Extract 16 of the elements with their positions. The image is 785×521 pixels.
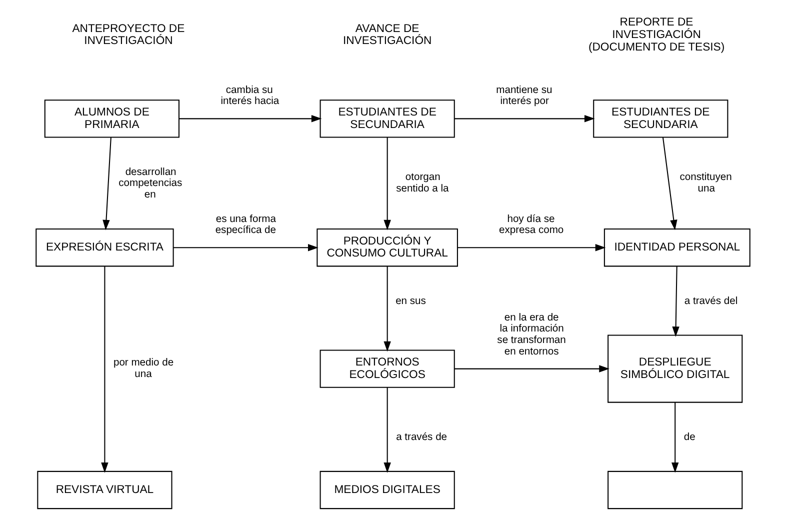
edge-label: es una forma específica de [214, 214, 276, 236]
edge-label: mantiene su interés por [496, 84, 552, 108]
edge-label: a través del [684, 296, 738, 307]
edge-label: otorgan sentido a la [396, 172, 448, 194]
edge-label: en sus [395, 296, 426, 307]
edge-label: a través de [396, 432, 447, 443]
edge-label: de [683, 432, 695, 443]
label: AVANCE DE INVESTIGACIÓN [342, 22, 432, 48]
edge-label: desarrollan competencias en [118, 166, 182, 201]
edge-label: en la era de la información se transforman en entornos [496, 312, 566, 358]
edge-label: constituyen una [679, 172, 732, 194]
label: REPORTE DE INVESTIGACIÓN (DOCUMENTO DE TESIS) [588, 16, 724, 54]
edge-label: hoy día se expresa como [498, 214, 564, 236]
edge-label: cambia su interés hacia [220, 84, 279, 108]
edge-label: por medio de una [112, 358, 174, 380]
label: ANTEPROYECTO DE INVESTIGACIÓN [72, 22, 184, 48]
